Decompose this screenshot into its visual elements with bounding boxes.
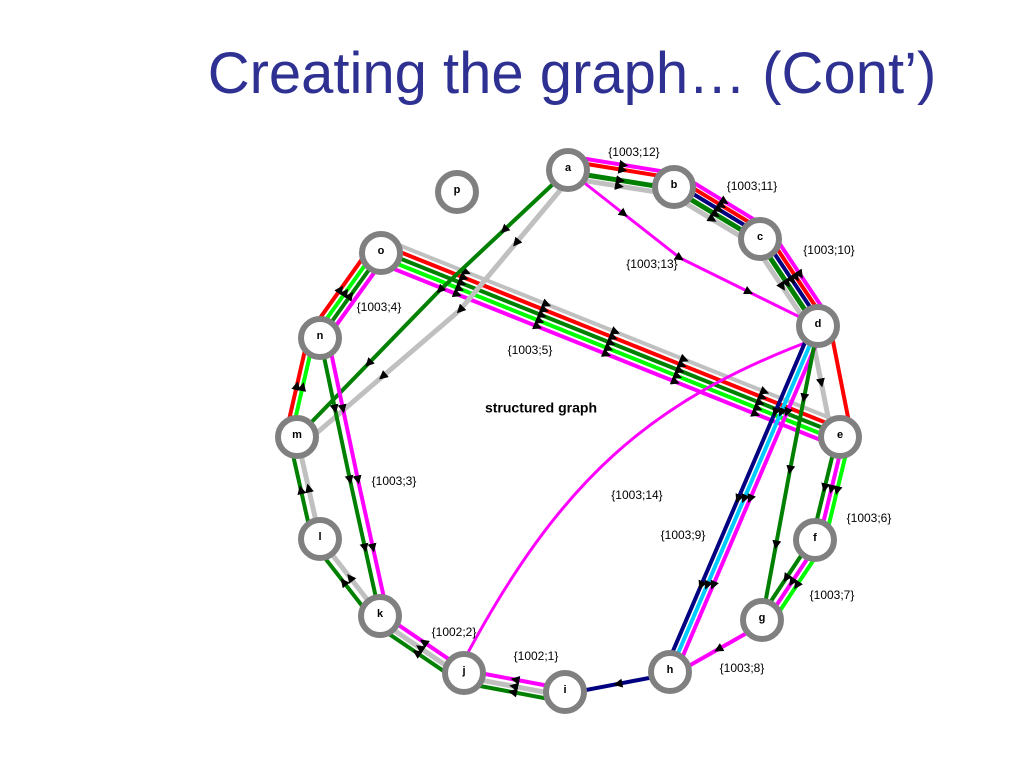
node-a[interactable]: a: [546, 148, 590, 192]
edge-label: {1003;5}: [508, 343, 553, 357]
node-h[interactable]: h: [648, 650, 692, 694]
node-f[interactable]: f: [793, 518, 837, 562]
node-o-circle: [359, 231, 403, 275]
nodes-layer: a b c d e f g h i j k l m n o p: [275, 148, 862, 714]
node-g-label: g: [759, 612, 766, 624]
edge-label: {1002;1}: [514, 649, 559, 663]
edge-label: {1002;2}: [432, 625, 477, 639]
node-g-circle: [740, 598, 784, 642]
edge-label: {1003;3}: [372, 474, 417, 488]
edge-label: {1003;11}: [727, 179, 778, 193]
node-j[interactable]: j: [442, 651, 486, 695]
node-k-label: k: [377, 608, 384, 620]
node-l-circle: [298, 517, 342, 561]
node-d[interactable]: d: [796, 304, 840, 348]
node-l-label: l: [318, 531, 321, 543]
node-b[interactable]: b: [652, 165, 696, 209]
node-b-circle: [652, 165, 696, 209]
edge-label: {1003;13}: [626, 257, 677, 271]
edge-label: {1003;6}: [847, 511, 892, 525]
node-p-circle: [435, 170, 479, 214]
edge-label: {1003;9}: [661, 528, 706, 542]
edge-label: {1003;10}: [803, 243, 854, 257]
node-b-label: b: [671, 179, 678, 191]
node-m-circle: [275, 415, 319, 459]
node-c-label: c: [757, 231, 763, 243]
node-n-circle: [298, 316, 342, 360]
node-j-label: j: [461, 665, 465, 677]
edge-label: {1003;14}: [611, 488, 662, 502]
node-c[interactable]: c: [738, 217, 782, 261]
edge-magenta-n-k: [326, 336, 390, 618]
node-h-circle: [648, 650, 692, 694]
node-j-circle: [442, 651, 486, 695]
edge-gray-a-m: [302, 173, 575, 446]
edge-label: {1003;8}: [720, 661, 765, 675]
edge-labels-layer: {1003;12} {1003;11} {1003;10} {1003;13} {100…: [357, 145, 892, 675]
node-m[interactable]: m: [275, 415, 319, 459]
edge-chord-o-e-4: [375, 260, 839, 449]
slide-title: Creating the graph… (Cont’): [207, 41, 937, 106]
edge-label: {1003;12}: [608, 145, 659, 159]
node-k[interactable]: k: [358, 594, 402, 638]
node-p-label: p: [454, 184, 461, 196]
node-i[interactable]: i: [543, 670, 587, 714]
node-h-label: h: [667, 664, 674, 676]
edge-green-d-g: [760, 324, 820, 622]
node-n-label: n: [317, 330, 324, 342]
node-d-label: d: [815, 318, 822, 330]
node-f-label: f: [813, 532, 817, 544]
node-e-label: e: [837, 429, 843, 441]
node-o-label: o: [378, 245, 385, 257]
node-a-label: a: [565, 162, 572, 174]
node-e[interactable]: e: [818, 415, 862, 459]
node-c-circle: [738, 217, 782, 261]
node-a-circle: [546, 148, 590, 192]
edge-chord-d-h-2: [674, 324, 826, 674]
node-i-label: i: [563, 684, 566, 696]
node-n[interactable]: n: [298, 316, 342, 360]
edge-label: {1003;7}: [810, 588, 855, 602]
node-f-circle: [793, 518, 837, 562]
edge-magenta-d-j: [462, 336, 819, 661]
node-o[interactable]: o: [359, 231, 403, 275]
node-d-circle: [796, 304, 840, 348]
node-m-label: m: [292, 429, 302, 441]
center-label: structured graph: [485, 400, 597, 416]
node-g[interactable]: g: [740, 598, 784, 642]
edge-label: {1003;4}: [357, 300, 402, 314]
node-l[interactable]: l: [298, 517, 342, 561]
edge-magenta-a-d-chord: [566, 168, 820, 328]
node-k-circle: [358, 594, 402, 638]
node-i-circle: [543, 670, 587, 714]
node-p[interactable]: p: [435, 170, 479, 214]
node-e-circle: [818, 415, 862, 459]
